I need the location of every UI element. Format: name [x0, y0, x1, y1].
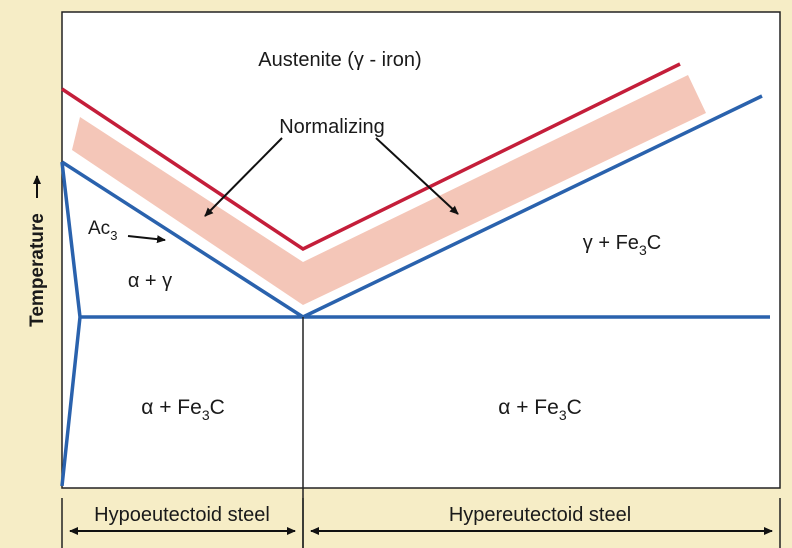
hypoeutectoid-label: Hypoeutectoid steel — [94, 504, 270, 526]
hypereutectoid-label: Hypereutectoid steel — [449, 504, 631, 526]
gamma-fe3c-label: γ + Fe3C — [583, 232, 661, 258]
gamma-fe3c-tail: C — [647, 232, 661, 254]
normalizing-arrow-left — [204, 137, 283, 217]
alpha-gamma-label: α + γ — [128, 270, 172, 292]
ferrite-solvus-line — [60, 161, 82, 487]
austenite-label: Austenite (γ - iron) — [258, 49, 421, 71]
ac3-label-sub: 3 — [110, 228, 117, 243]
alpha-fe3c-right-main: α + Fe — [498, 396, 559, 419]
gamma-fe3c-main: γ + Fe — [583, 232, 639, 254]
normalizing-band — [72, 75, 706, 305]
alpha-fe3c-left-main: α + Fe — [141, 396, 202, 419]
hyper-label-bg — [420, 502, 660, 526]
temperature-axis: Temperature — [27, 175, 48, 327]
gamma-fe3c-sub: 3 — [639, 242, 647, 258]
ac3-arrow — [127, 235, 166, 244]
ac3-label-main: Ac — [88, 218, 110, 239]
normalizing-arrow-right — [375, 137, 459, 215]
normalizing-label: Normalizing — [279, 116, 385, 138]
alpha-fe3c-right-sub: 3 — [559, 407, 567, 423]
alpha-fe3c-left-tail: C — [210, 396, 225, 419]
alpha-fe3c-right-tail: C — [567, 396, 582, 419]
normalizing-line — [61, 62, 681, 252]
temperature-axis-label: Temperature — [27, 213, 48, 327]
alpha-fe3c-left-label: α + Fe3C — [141, 396, 225, 423]
hypo-label-bg — [74, 502, 290, 526]
alpha-fe3c-left-sub: 3 — [202, 407, 210, 423]
ac3-label: Ac3 — [88, 218, 117, 243]
alpha-fe3c-right-label: α + Fe3C — [498, 396, 582, 423]
